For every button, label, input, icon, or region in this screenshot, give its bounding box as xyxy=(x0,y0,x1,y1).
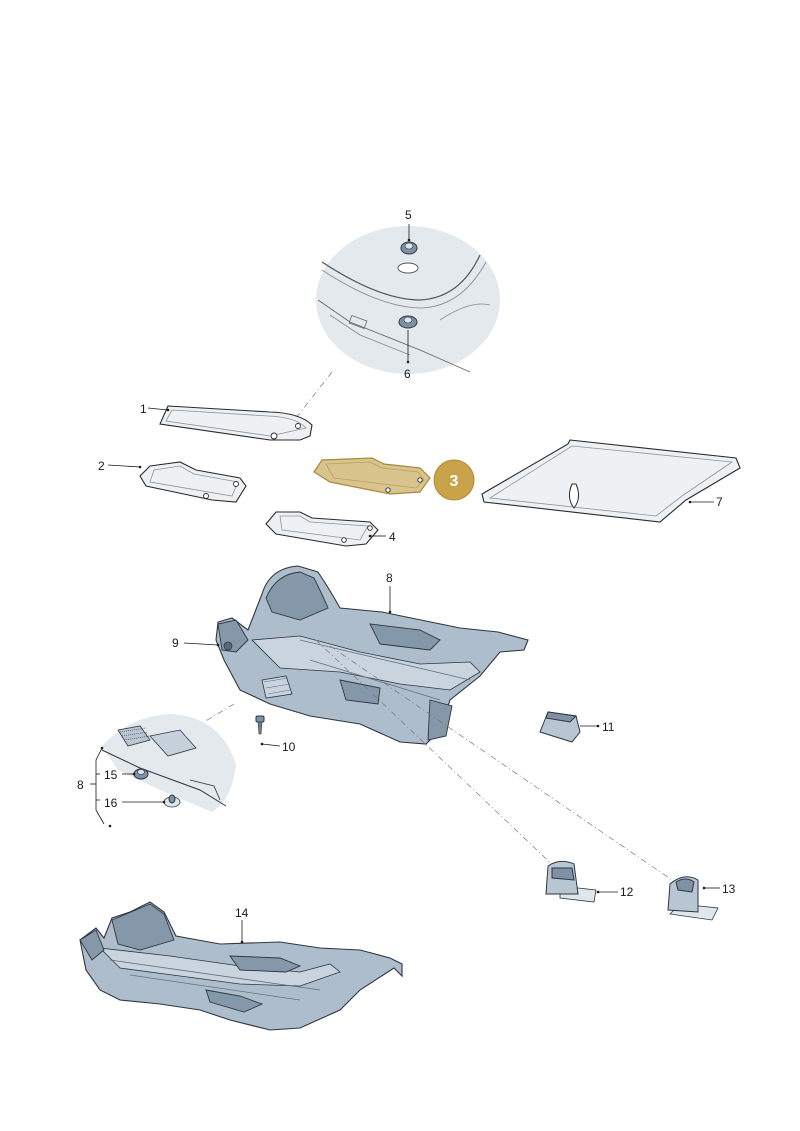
callout-2: 2 xyxy=(98,459,105,473)
clip-part-5[interactable] xyxy=(400,241,418,255)
clip-part-15[interactable] xyxy=(133,768,149,780)
callout-4: 4 xyxy=(389,530,396,544)
badge-number: 3 xyxy=(450,473,459,490)
highlight-badge-3[interactable]: 3 xyxy=(433,459,475,501)
floor-mat-part-2[interactable] xyxy=(139,461,247,503)
clip-part-10[interactable] xyxy=(255,715,265,735)
callout-1: 1 xyxy=(140,402,147,416)
luggage-mat-part-7[interactable] xyxy=(481,439,741,523)
bracket-part-13[interactable] xyxy=(667,876,719,921)
detail-view-fasteners-mat xyxy=(316,226,500,374)
callout-5: 5 xyxy=(405,208,412,222)
cover-part-11[interactable] xyxy=(539,711,581,743)
bracket-part-12[interactable] xyxy=(545,860,597,903)
detail-view-carpet-fasteners xyxy=(101,714,236,812)
floor-carpet-part-14[interactable] xyxy=(79,901,403,1031)
callout-15: 15 xyxy=(104,768,118,782)
floor-mat-part-1[interactable] xyxy=(159,405,313,441)
callout-8-top: 8 xyxy=(386,571,393,585)
callout-16: 16 xyxy=(104,796,118,810)
floor-carpet-part-8[interactable] xyxy=(215,565,529,745)
floor-mat-part-4[interactable] xyxy=(265,511,379,547)
callout-6: 6 xyxy=(404,367,411,381)
callout-8-detail: 8 xyxy=(77,778,84,792)
callout-9: 9 xyxy=(172,636,179,650)
callout-12: 12 xyxy=(620,885,634,899)
callout-14: 14 xyxy=(235,906,249,920)
callout-11: 11 xyxy=(602,720,615,734)
floor-mat-part-3-highlighted[interactable] xyxy=(313,457,431,495)
callout-13: 13 xyxy=(722,882,736,896)
callout-7: 7 xyxy=(716,495,723,509)
callout-10: 10 xyxy=(282,740,296,754)
clip-part-16[interactable] xyxy=(163,794,181,808)
clip-part-6[interactable] xyxy=(398,315,418,329)
